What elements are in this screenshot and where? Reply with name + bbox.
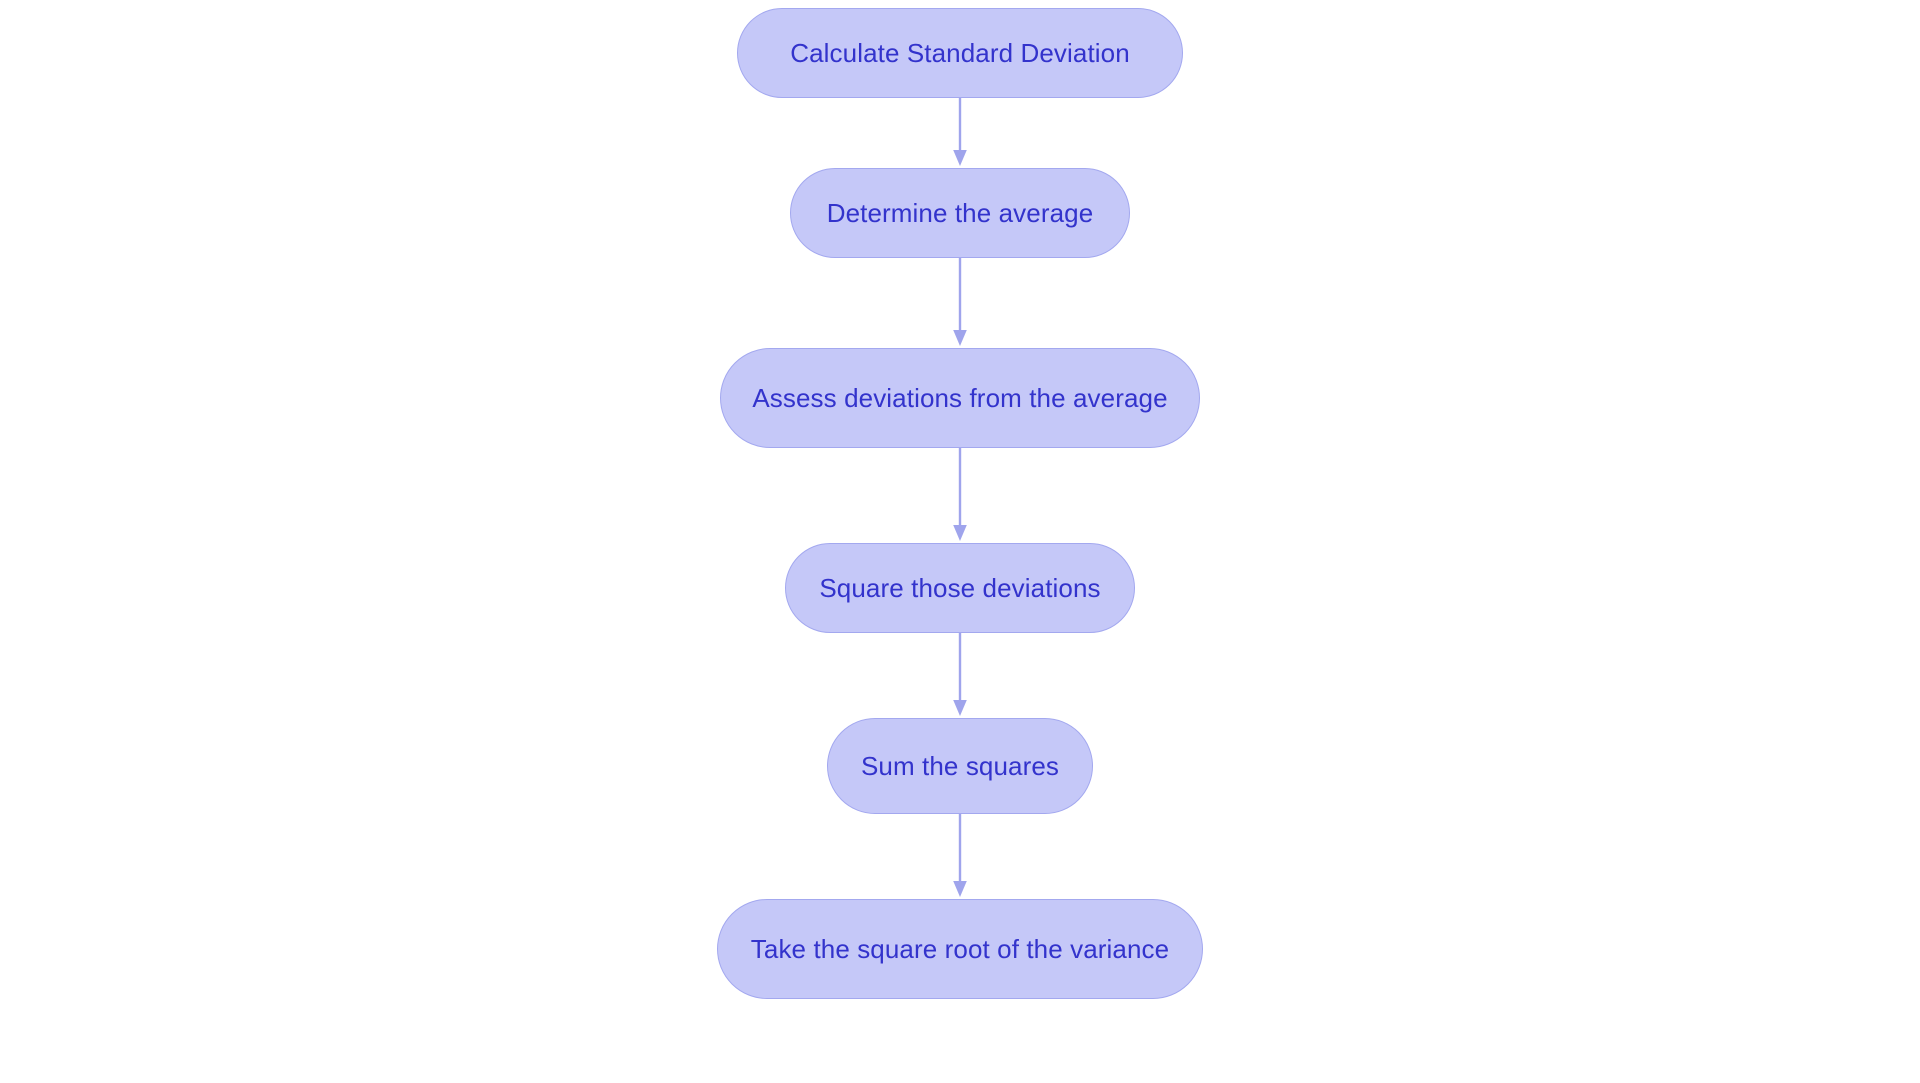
flowchart-node-sum-the-squares[interactable]: Sum the squares (827, 718, 1093, 814)
flowchart-node-square-those-deviations[interactable]: Square those deviations (785, 543, 1135, 633)
flowchart-node-label: Take the square root of the variance (750, 934, 1170, 964)
flowchart-node-label: Square those deviations (819, 573, 1101, 603)
flowchart-node-label: Assess deviations from the average (752, 383, 1168, 413)
flowchart-node-label: Sum the squares (860, 751, 1060, 781)
flowchart-node-label: Determine the average (826, 198, 1094, 228)
flowchart-node-determine-the-average[interactable]: Determine the average (790, 168, 1130, 258)
flowchart-edge-n2-n3 (940, 258, 980, 348)
flowchart-edge-n3-n4 (940, 448, 980, 543)
flowchart-node-label: Calculate Standard Deviation (790, 38, 1130, 68)
flowchart-node-assess-deviations-from-the-average[interactable]: Assess deviations from the average (720, 348, 1200, 448)
flowchart-edge-n1-n2 (940, 98, 980, 168)
flowchart-edge-n5-n6 (940, 814, 980, 899)
flowchart-node-take-the-square-root-of-the-variance[interactable]: Take the square root of the variance (717, 899, 1203, 999)
flowchart-edge-n4-n5 (940, 633, 980, 718)
flowchart-node-calculate-standard-deviation[interactable]: Calculate Standard Deviation (737, 8, 1183, 98)
